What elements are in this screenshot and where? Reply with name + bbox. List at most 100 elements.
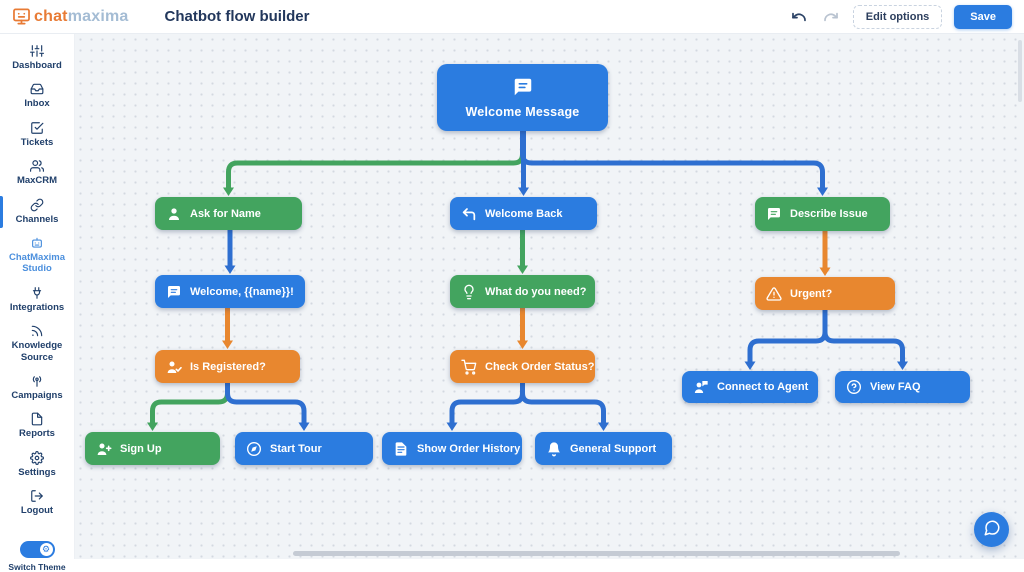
bell-icon [546, 441, 562, 457]
sliders-icon [30, 44, 44, 58]
cart-icon [461, 359, 477, 375]
node-label: What do you need? [485, 285, 587, 298]
users-icon [30, 159, 44, 173]
compass-icon [246, 441, 262, 457]
logo[interactable]: chatmaxima [12, 7, 129, 26]
user-check-icon [166, 359, 182, 375]
sidebar-item-settings[interactable]: Settings [0, 446, 74, 484]
flow-node-ask-for-name[interactable]: Ask for Name [155, 197, 302, 230]
save-button[interactable]: Save [954, 4, 1012, 29]
flow-node-connect-to-agent[interactable]: Connect to Agent [682, 371, 818, 403]
rss-icon [30, 324, 44, 338]
node-label: Welcome, {{name}}! [190, 285, 294, 298]
receipt-icon [393, 441, 409, 457]
flow-node-show-order-history[interactable]: Show Order History [382, 432, 522, 465]
sidebar-item-label: Dashboard [12, 60, 62, 71]
theme-toggle-knob-gear-icon: ⚙ [39, 543, 53, 557]
node-label: Welcome Back [485, 207, 563, 220]
node-label: Show Order History [417, 442, 521, 455]
user-icon [166, 206, 182, 222]
node-label: Connect to Agent [717, 381, 809, 393]
flow-node-check-order-status[interactable]: Check Order Status? [450, 350, 595, 383]
sidebar-item-label: Campaigns [11, 389, 63, 401]
sidebar-item-tickets[interactable]: Tickets [0, 116, 74, 154]
bulb-icon [461, 284, 477, 300]
flow-node-sign-up[interactable]: Sign Up [85, 432, 220, 465]
bot-icon [30, 236, 44, 250]
vertical-scrollbar-thumb[interactable] [1018, 40, 1022, 102]
flow-node-what-do-you-need[interactable]: What do you need? [450, 275, 595, 308]
chat-widget-button[interactable] [974, 512, 1009, 547]
reply-icon [461, 206, 477, 222]
message-icon [512, 76, 534, 98]
undo-icon[interactable] [789, 7, 809, 27]
logo-text-maxima: maxima [67, 7, 129, 25]
file-icon [30, 412, 44, 426]
message-icon [766, 206, 782, 222]
flow-node-view-faq[interactable]: View FAQ [835, 371, 970, 403]
flow-node-start-tour[interactable]: Start Tour [235, 432, 373, 465]
flow-node-welcome-name[interactable]: Welcome, {{name}}! [155, 275, 305, 308]
sidebar-item-label: ChatMaxima Studio [9, 251, 65, 275]
sidebar-item-label: MaxCRM [16, 175, 58, 187]
plug-icon [30, 286, 44, 300]
node-label: View FAQ [870, 381, 921, 393]
flow-node-urgent[interactable]: Urgent? [755, 277, 895, 310]
sidebar-item-label: Settings [18, 466, 56, 478]
node-label: Ask for Name [190, 207, 261, 220]
redo-icon[interactable] [821, 7, 841, 27]
node-label: Check Order Status? [485, 360, 595, 373]
inbox-icon [30, 82, 44, 96]
warning-icon [766, 286, 782, 302]
node-label: Describe Issue [790, 208, 868, 220]
message-icon [166, 284, 182, 300]
sidebar-item-label: Reports [19, 428, 55, 440]
sidebar-item-label: Tickets [20, 136, 54, 148]
node-label: Start Tour [270, 442, 322, 455]
sidebar-item-inbox[interactable]: Inbox [0, 77, 74, 115]
flow-node-welcome-message[interactable]: Welcome Message [437, 64, 608, 131]
node-label: Is Registered? [190, 360, 266, 373]
user-plus-icon [96, 441, 112, 457]
flow-node-describe-issue[interactable]: Describe Issue [755, 197, 890, 231]
edit-options-button[interactable]: Edit options [852, 4, 943, 29]
link-icon [30, 198, 44, 212]
header-actions: Edit options Save [789, 4, 1012, 29]
sidebar-item-label: Knowledge Source [11, 340, 63, 363]
agent-icon [693, 379, 709, 395]
sidebar-item-logout[interactable]: Logout [0, 484, 74, 522]
sidebar-item-reports[interactable]: Reports [0, 407, 74, 445]
page-title: Chatbot flow builder [164, 8, 310, 25]
horizontal-scrollbar-thumb[interactable] [293, 551, 900, 556]
node-label: General Support [570, 442, 657, 455]
sidebar-item-chatmaxima-studio[interactable]: ChatMaxima Studio [0, 231, 74, 281]
chat-bubble-icon [983, 519, 1001, 540]
logout-icon [30, 489, 44, 503]
sidebar-item-label: Channels [15, 213, 59, 225]
flow-node-is-registered[interactable]: Is Registered? [155, 350, 300, 383]
sidebar-item-campaigns[interactable]: Campaigns [0, 369, 74, 407]
check-square-icon [30, 121, 44, 135]
node-label: Urgent? [790, 287, 833, 300]
sidebar-item-maxcrm[interactable]: MaxCRM [0, 154, 74, 192]
sidebar-item-label: Logout [20, 505, 54, 517]
gear-icon [30, 450, 44, 465]
chatmaxima-logo-icon [12, 7, 31, 26]
sidebar-item-knowledge-source[interactable]: Knowledge Source [0, 319, 74, 369]
sidebar-item-channels[interactable]: Channels [0, 193, 74, 231]
flow-node-general-support[interactable]: General Support [535, 432, 672, 465]
help-icon [846, 379, 862, 395]
sidebar-item-label: Inbox [24, 98, 50, 110]
header: chatmaxima Chatbot flow builder Edit opt… [0, 0, 1024, 34]
theme-toggle-track[interactable]: ⚙ [19, 541, 55, 559]
sidebar-item-label: Integrations [9, 301, 65, 313]
sidebar-item-dashboard[interactable]: Dashboard [0, 39, 74, 77]
theme-toggle[interactable]: ⚙ Switch Theme [8, 541, 66, 572]
flow-node-welcome-back[interactable]: Welcome Back [450, 197, 597, 230]
broadcast-icon [30, 374, 44, 388]
sidebar-item-integrations[interactable]: Integrations [0, 281, 74, 319]
logo-text-chat: chat [34, 7, 68, 25]
